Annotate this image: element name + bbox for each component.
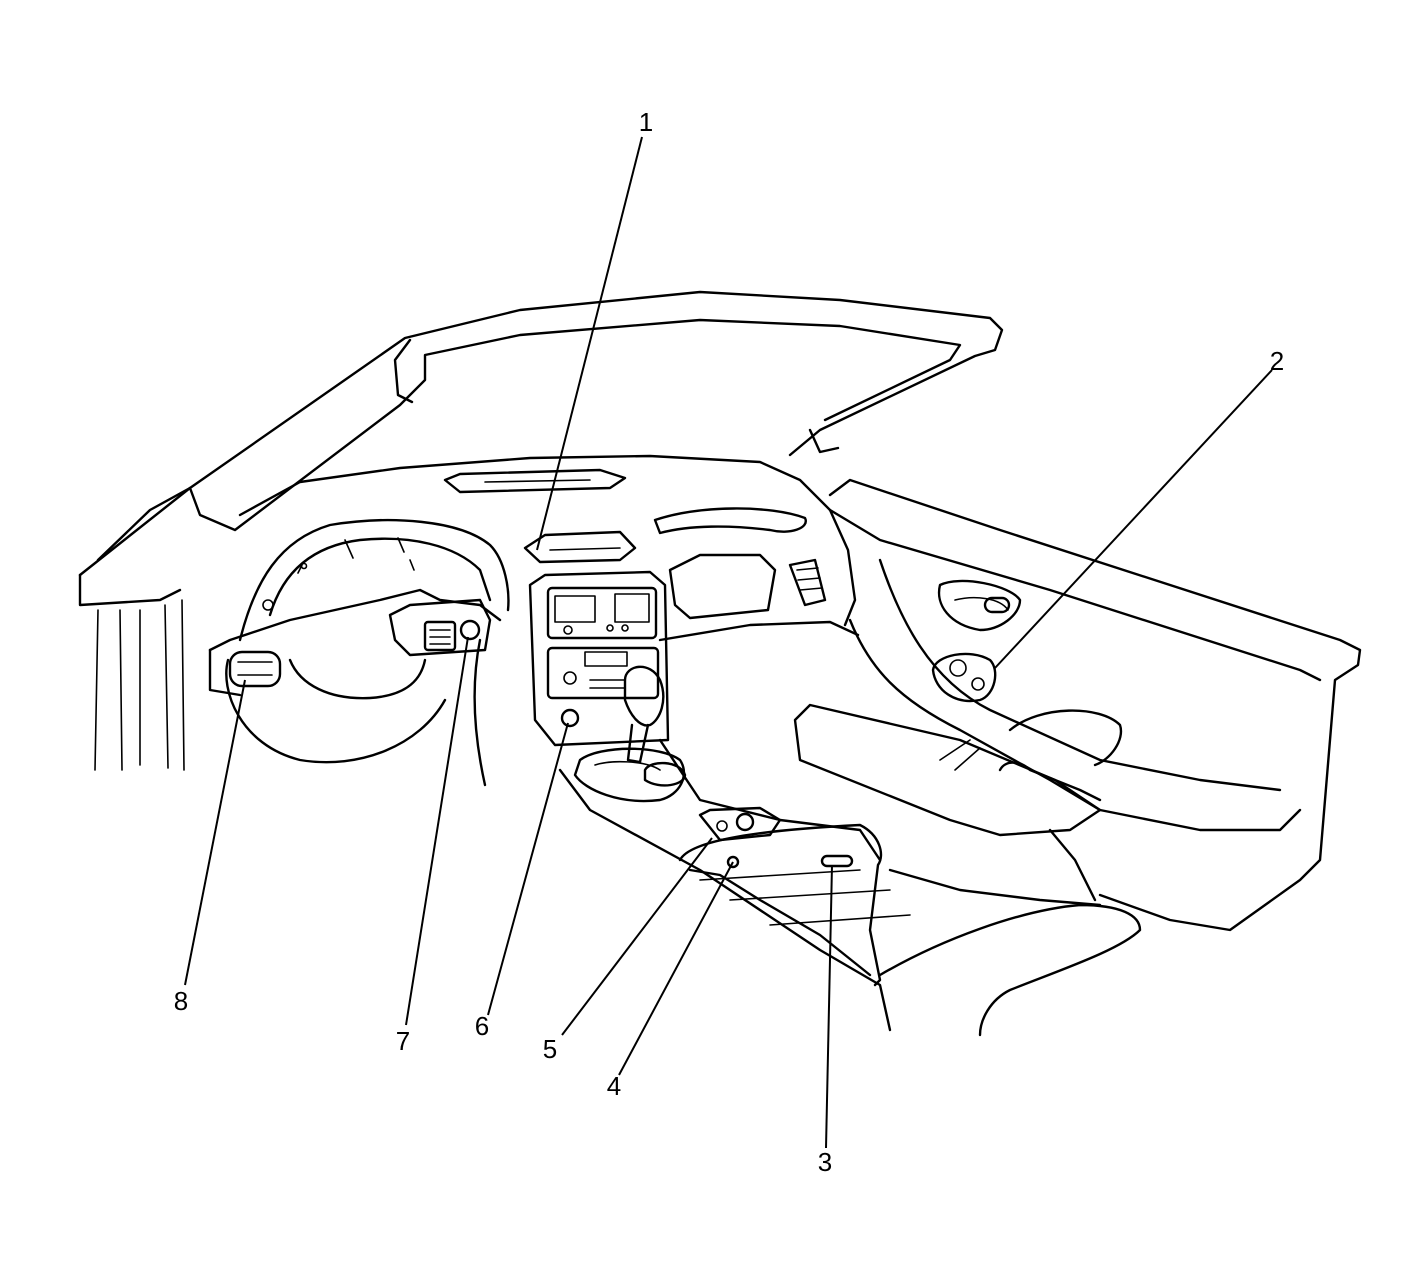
callout-4: 4 <box>607 1071 621 1101</box>
center-console-stack <box>528 570 670 747</box>
leader-2 <box>994 369 1273 669</box>
center-console <box>558 738 911 1032</box>
callout-6: 6 <box>475 1011 489 1041</box>
callout-2: 2 <box>1270 346 1284 376</box>
door-panel <box>793 478 1362 932</box>
instrument-cluster <box>208 519 510 787</box>
callout-8: 8 <box>174 986 188 1016</box>
left-air-vent <box>228 650 282 688</box>
callout-7: 7 <box>396 1026 410 1056</box>
leader-7 <box>405 636 469 1026</box>
callout-labels: 1 2 3 4 5 6 7 8 <box>174 107 1284 1177</box>
passenger-seat <box>878 868 1142 1037</box>
callout-3: 3 <box>818 1147 832 1177</box>
leader-lines <box>184 136 1273 1149</box>
windshield-frame <box>78 290 1004 771</box>
dashboard <box>238 454 860 642</box>
callout-5: 5 <box>543 1034 557 1064</box>
callout-1: 1 <box>639 107 653 137</box>
leader-3 <box>825 864 833 1149</box>
headlamp-switch <box>423 619 481 652</box>
leader-6 <box>487 722 569 1016</box>
leader-8 <box>184 679 246 986</box>
leader-1 <box>536 136 643 551</box>
gear-shifter <box>573 665 687 803</box>
leader-4 <box>618 861 734 1076</box>
leader-5 <box>561 837 713 1036</box>
